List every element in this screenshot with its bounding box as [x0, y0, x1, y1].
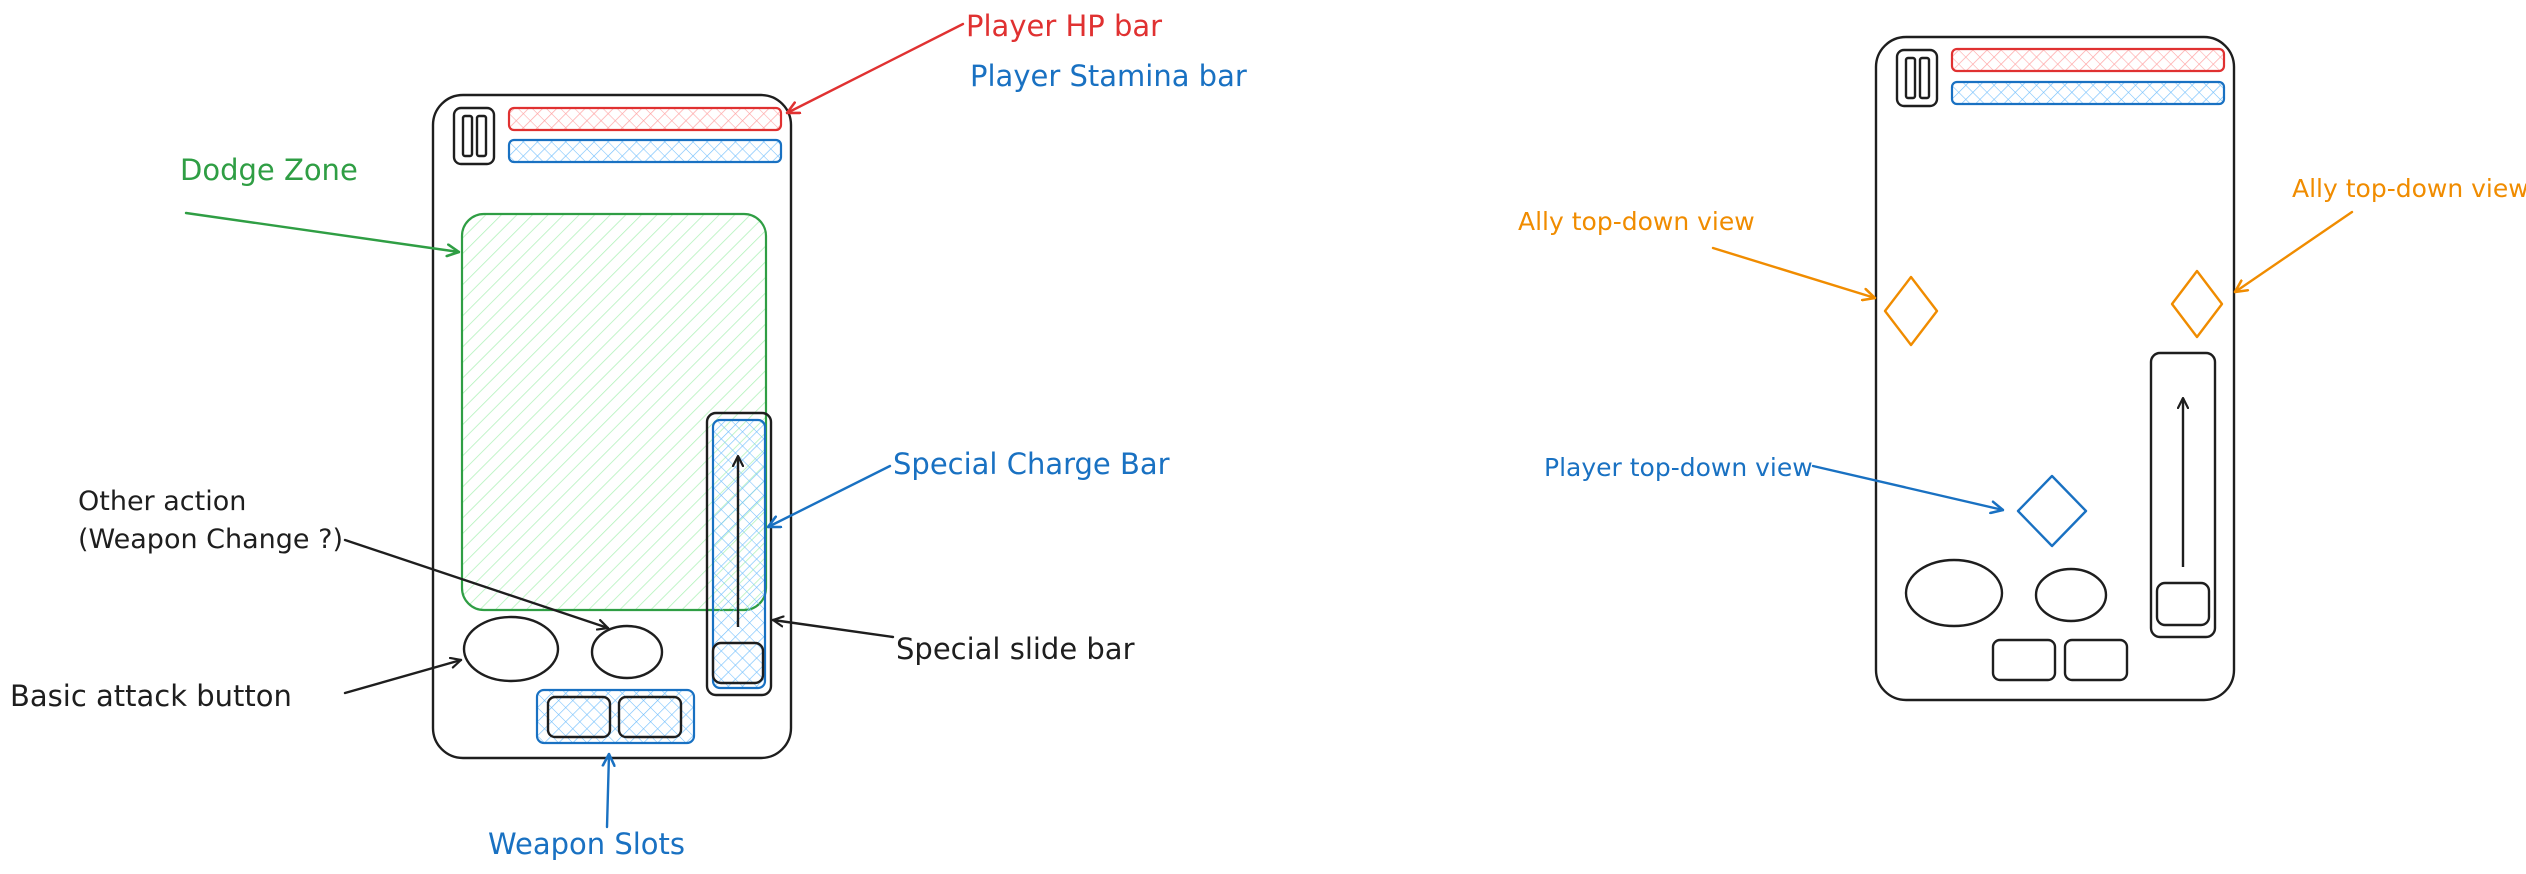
label-dodge-zone: Dodge Zone: [180, 153, 358, 187]
player-hp-bar: [507, 106, 783, 132]
ally-left-arrow: [1711, 246, 1875, 298]
label-player-hp-bar: Player HP bar: [966, 9, 1162, 43]
pause-button[interactable]: [452, 106, 496, 166]
other-action-button[interactable]: [590, 624, 664, 680]
ally-right-arrow: [2235, 210, 2354, 292]
other-action-arrow: [343, 538, 610, 628]
label-weapon-change: (Weapon Change ?): [78, 524, 343, 555]
phone-frame: [1874, 35, 2236, 702]
label-weapon-slots: Weapon Slots: [488, 827, 685, 861]
player-hp-bar: [1950, 47, 2226, 73]
pause-icon: [1904, 56, 1931, 100]
dodge-zone[interactable]: [460, 212, 768, 612]
player-view-arrow: [1811, 464, 2003, 510]
pause-icon: [461, 114, 488, 158]
weapon-slot-2[interactable]: [2063, 638, 2129, 682]
player-stamina-bar: [507, 138, 783, 164]
label-other-action: Other action: [78, 486, 246, 517]
weapon-slot-1[interactable]: [1991, 638, 2057, 682]
player-stamina-bar: [1950, 80, 2226, 106]
label-player-top-down: Player top-down view: [1544, 453, 1813, 482]
basic-attack-button[interactable]: [1904, 558, 2004, 628]
weapon-slot-1[interactable]: [546, 695, 612, 739]
label-basic-attack-button: Basic attack button: [10, 679, 292, 713]
basic-attack-button[interactable]: [462, 615, 560, 683]
label-player-stamina-bar: Player Stamina bar: [970, 59, 1247, 93]
label-special-charge-bar: Special Charge Bar: [893, 447, 1170, 481]
pause-button[interactable]: [1895, 48, 1939, 108]
weapon-slot-2[interactable]: [617, 695, 683, 739]
dodge-zone-arrow: [184, 211, 459, 252]
special-charge-arrow: [768, 464, 892, 527]
basic-attack-arrow: [343, 660, 463, 695]
weapon-slots-arrow: [607, 754, 609, 829]
weapon-slots: [535, 688, 696, 745]
slide-handle[interactable]: [711, 641, 765, 685]
diamond-icon: [2170, 269, 2224, 339]
other-action-button[interactable]: [2034, 567, 2108, 623]
slide-handle[interactable]: [2155, 581, 2211, 627]
phone-mockup-left: [431, 93, 793, 760]
diamond-icon: [2016, 474, 2088, 548]
phone-mockup-right: [1874, 35, 2236, 702]
special-slide-bar[interactable]: [2149, 351, 2217, 639]
label-ally-top-down-left: Ally top-down view: [1518, 207, 1755, 236]
hp-bar-arrow: [787, 22, 965, 113]
label-ally-top-down-right: Ally top-down view: [2292, 174, 2526, 203]
label-special-slide-bar: Special slide bar: [896, 632, 1135, 666]
diamond-icon: [1883, 275, 1939, 347]
special-slide-bar[interactable]: [705, 411, 773, 697]
special-slide-arrow: [771, 620, 895, 639]
